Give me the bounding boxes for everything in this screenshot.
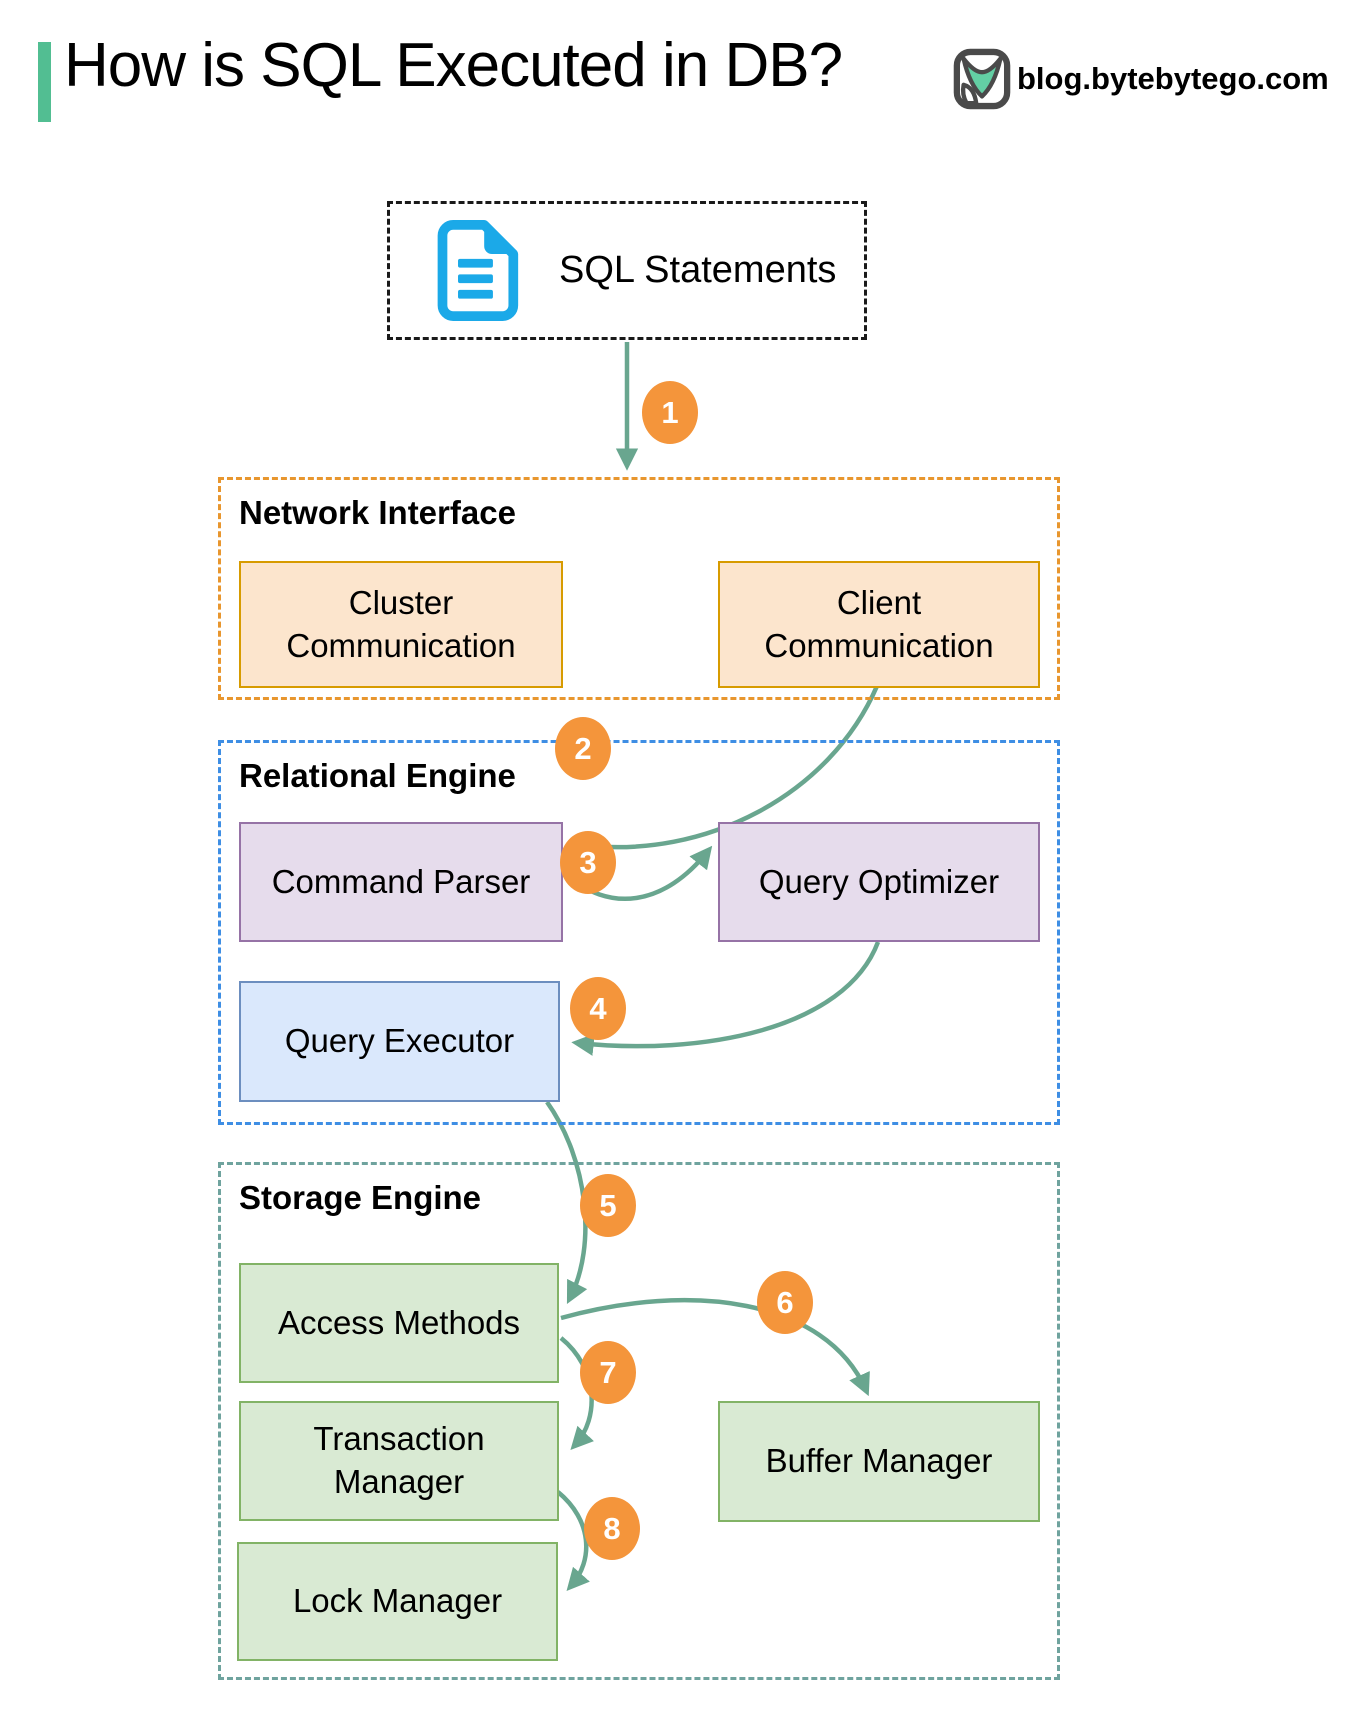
bytebytego-bird-icon [953, 48, 1011, 110]
access-methods-label: Access Methods [277, 1303, 521, 1341]
step-badge-1: 1 [642, 381, 698, 444]
query-executor-label: Query Executor [284, 1022, 515, 1060]
step-badge-5: 5 [580, 1174, 636, 1237]
query-optimizer-label: Query Optimizer [758, 862, 1000, 900]
client-communication-label: Client Communication [764, 583, 994, 664]
step-badge-8: 8 [584, 1497, 640, 1560]
bytebytego-logo: blog.bytebytego.com [953, 47, 1329, 111]
step-badge-3: 3 [560, 831, 616, 894]
step-badge-6: 6 [757, 1271, 813, 1334]
command-parser-box: Command Parser [239, 822, 563, 942]
network-interface-section: Network Interface [218, 477, 1060, 700]
buffer-manager-label: Buffer Manager [765, 1442, 993, 1480]
transaction-manager-label: Transaction Manager [313, 1420, 485, 1500]
lock-manager-label: Lock Manager [292, 1582, 503, 1620]
sql-statements-box: SQL Statements [387, 201, 867, 340]
step-badge-7: 7 [580, 1341, 636, 1404]
cluster-communication-box: Cluster Communication [239, 561, 563, 688]
relational-engine-section: Relational Engine [218, 740, 1060, 1125]
sql-document-icon [437, 220, 519, 321]
step-badge-4: 4 [570, 977, 626, 1040]
access-methods-box: Access Methods [239, 1263, 559, 1383]
storage-engine-section: Storage Engine [218, 1162, 1060, 1680]
storage-engine-label: Storage Engine [239, 1179, 482, 1216]
query-executor-box: Query Executor [239, 981, 560, 1102]
lock-manager-box: Lock Manager [237, 1542, 558, 1661]
cluster-communication-label: Cluster Communication [286, 583, 516, 664]
buffer-manager-box: Buffer Manager [718, 1401, 1040, 1522]
transaction-manager-box: Transaction Manager [239, 1401, 559, 1521]
site-url: blog.bytebytego.com [1017, 61, 1329, 96]
step-badge-2: 2 [555, 717, 611, 780]
page-title: How is SQL Executed in DB? [64, 31, 843, 100]
network-interface-label: Network Interface [239, 494, 516, 531]
command-parser-label: Command Parser [271, 862, 531, 900]
client-communication-box: Client Communication [718, 561, 1040, 688]
title-accent-bar [38, 42, 51, 122]
sql-statements-label: SQL Statements [559, 249, 837, 291]
relational-engine-label: Relational Engine [239, 757, 516, 794]
query-optimizer-box: Query Optimizer [718, 822, 1040, 942]
